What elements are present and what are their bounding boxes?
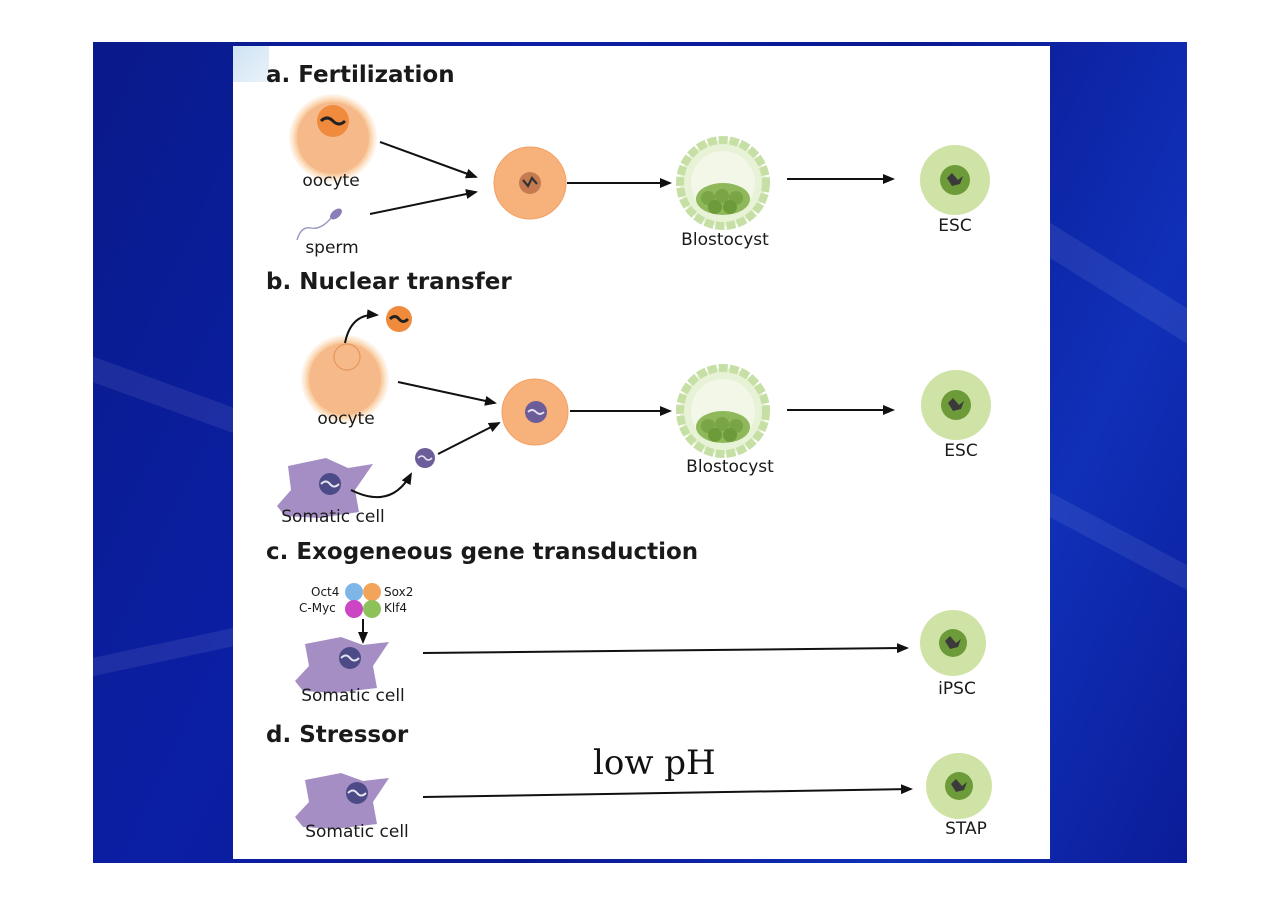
corner-mark: [233, 46, 269, 82]
arrow-somatic-to-ipsc: [422, 643, 909, 654]
esc-cell-a: [920, 145, 990, 215]
klf4-label: Klf4: [384, 601, 408, 615]
cmyc-label: C-Myc: [299, 601, 336, 615]
somatic-cell-label: Somatic cell: [301, 686, 405, 706]
somatic-cell-b: [277, 458, 373, 518]
esc-label: ESC: [938, 216, 972, 236]
sox2-factor: [363, 583, 381, 601]
section-b-graphics: [277, 306, 991, 518]
somatic-cell-label: Somatic cell: [281, 507, 385, 527]
ipsc-cell: [920, 610, 986, 676]
arrow-nucleus-to-reconstructed: [437, 422, 501, 455]
blastocyst-label: Blostocyst: [686, 457, 774, 477]
low-ph-condition: low pH: [593, 743, 716, 783]
blastocyst-label: Blostocyst: [681, 230, 769, 250]
oocyte-b-enucleated-site: [333, 343, 361, 371]
arrow-oocyte-to-zygote: [379, 141, 478, 179]
sperm-icon: [296, 208, 342, 241]
sperm-label: sperm: [305, 238, 359, 258]
arrow-oocyte-to-reconstructed: [397, 381, 497, 406]
section-a-graphics: [289, 94, 990, 241]
chromosome-icon: [388, 315, 410, 323]
arrow-nucleus-removal: [344, 309, 379, 344]
blastocyst-a: [676, 136, 770, 230]
section-a-title: a. Fertilization: [266, 62, 455, 88]
section-c-title: c. Exogeneous gene transduction: [266, 539, 699, 565]
arrow-somatic-to-stap: [422, 784, 913, 798]
diagram-panel: a. Fertilization b. Nuclear transfer c. …: [233, 46, 1050, 859]
somatic-cell-d: [295, 773, 389, 829]
oocyte-label: oocyte: [317, 409, 375, 429]
oct4-factor: [345, 583, 363, 601]
chromosome-icon: [527, 409, 545, 415]
esc-cell-b: [921, 370, 991, 440]
sox2-label: Sox2: [384, 585, 414, 599]
oocyte-b-body: [309, 343, 381, 415]
section-c-graphics: [295, 583, 986, 693]
arrow-sperm-to-zygote: [369, 189, 478, 215]
stap-cell: [926, 753, 992, 819]
somatic-cell-c: [295, 637, 389, 693]
somatic-cell-label: Somatic cell: [305, 822, 409, 842]
ipsc-label: iPSC: [938, 679, 976, 699]
section-d-graphics: [295, 753, 992, 829]
diagram-graphics: [277, 94, 992, 829]
blastocyst-b: [676, 364, 770, 458]
arrow-nucleus-extraction: [350, 472, 412, 499]
section-b-title: b. Nuclear transfer: [266, 269, 512, 295]
esc-label: ESC: [944, 441, 978, 461]
oocyte-a-body: [297, 102, 369, 174]
oct4-label: Oct4: [311, 585, 340, 599]
klf4-factor: [363, 600, 381, 618]
oocyte-label: oocyte: [302, 171, 360, 191]
cmyc-factor: [345, 600, 363, 618]
section-d-title: d. Stressor: [266, 722, 409, 748]
chromosome-icon: [417, 455, 433, 461]
chromosome-icon: [522, 176, 538, 188]
stap-label: STAP: [945, 819, 987, 839]
chromosome-icon: [319, 116, 347, 126]
